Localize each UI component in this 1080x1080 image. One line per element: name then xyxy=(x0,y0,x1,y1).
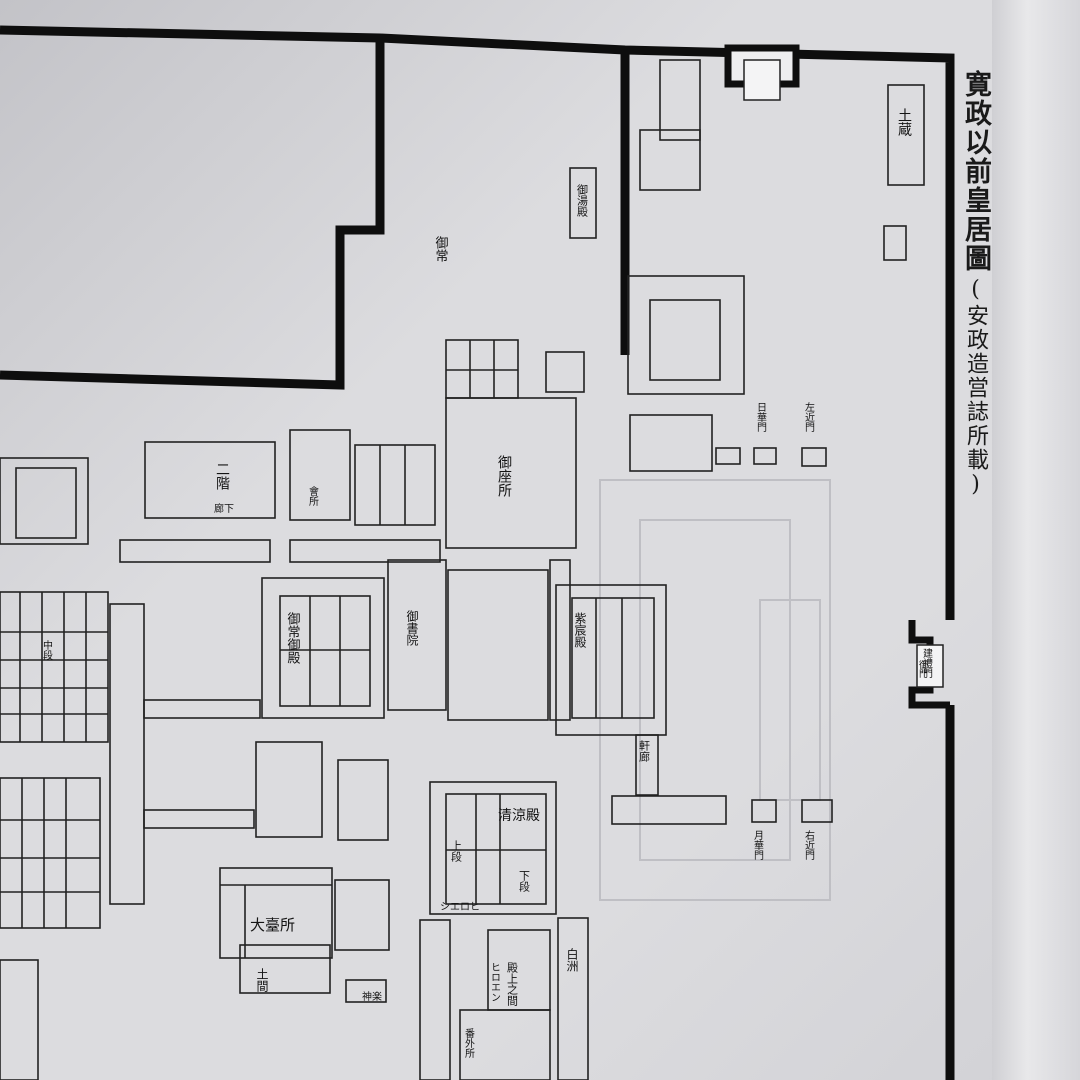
room-grid xyxy=(0,59,925,1080)
label-kourou: 軒廊 xyxy=(638,740,651,763)
palace-floor-plan: 土蔵 御湯殿 御常 御座所 二階 御常御殿 紫宸殿 清涼殿 大臺所 土間 白洲 … xyxy=(0,25,955,1080)
ghost-plan xyxy=(599,479,831,901)
label-ojouma-north: 御常 xyxy=(433,236,449,262)
label-ojouma-goten: 御常御殿 xyxy=(285,612,301,664)
label-nikkamon: 日華門 xyxy=(755,402,767,433)
label-ukonmon: 右近門 xyxy=(803,829,815,861)
book-margin xyxy=(992,0,1080,1080)
label-shirasu: 白洲 xyxy=(565,947,579,972)
label-shitomi: シエロヒ xyxy=(440,901,480,913)
label-bangaisho: 番外所 xyxy=(463,1028,475,1059)
map-title: 寛政以前皇居圖 xyxy=(960,70,991,273)
label-ni-kaidan: 二階 xyxy=(214,462,230,490)
map-subtitle: (安政造営誌所載) xyxy=(963,277,988,499)
outer-wall xyxy=(0,25,955,1080)
north-gate-box xyxy=(743,59,781,101)
label-mikado: 御門 xyxy=(917,659,928,679)
label-gekkamon: 月華門 xyxy=(752,830,764,861)
label-chuu: 中段 xyxy=(41,639,53,661)
label-jouden-no-ma: 殿上之間 xyxy=(506,962,519,1007)
label-oshoin: 御書院 xyxy=(405,609,419,646)
label-kenrei-mon: 建禮門 xyxy=(921,647,933,679)
label-seiryouden: 清涼殿 xyxy=(498,808,540,824)
map-labels: 土蔵 御湯殿 御常 御座所 二階 御常御殿 紫宸殿 清涼殿 大臺所 土間 白洲 … xyxy=(41,108,933,1059)
label-gozadokoro: 御座所 xyxy=(496,455,512,497)
kenrei-gate-box xyxy=(916,644,944,688)
label-shishinden: 紫宸殿 xyxy=(573,612,587,648)
label-oyudono: 御湯殿 xyxy=(576,183,589,218)
label-rouka: 廊下 xyxy=(214,502,234,515)
gates xyxy=(724,44,950,709)
label-sakonmon: 左近門 xyxy=(803,401,815,433)
label-doma: 土間 xyxy=(255,968,269,992)
label-kagura: 神楽 xyxy=(362,990,382,1003)
label-ge: 下段 xyxy=(518,870,531,893)
map-title-block: 寛政以前皇居圖 (安政造営誌所載) xyxy=(958,70,992,510)
label-kaisho: 會所 xyxy=(307,485,319,507)
label-tsuchigura: 土蔵 xyxy=(896,108,912,136)
label-daibandokoro: 大臺所 xyxy=(250,916,295,934)
label-hiroen: ヒロエン xyxy=(489,962,501,1002)
label-jou: 上段 xyxy=(450,840,463,863)
